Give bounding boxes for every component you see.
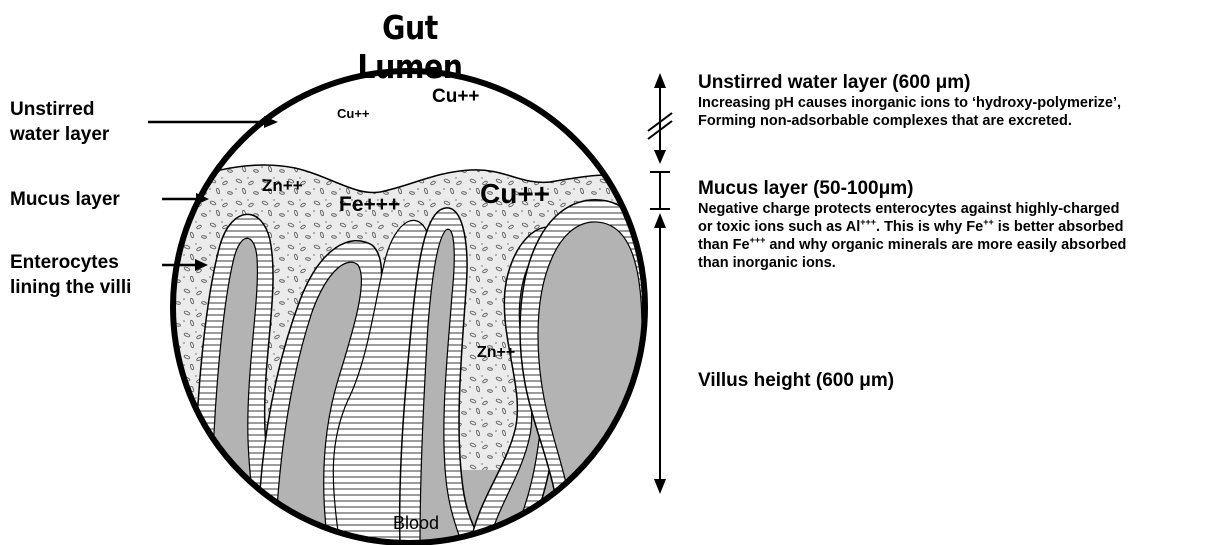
ion-cu-top: Cu++ xyxy=(432,86,480,108)
text-run: is better absorbed xyxy=(994,219,1124,235)
label-line: Enterocytes xyxy=(10,250,131,275)
annotation-line: Forming non-adsorbable complexes that ar… xyxy=(698,112,1121,130)
annotation-line: Increasing pH causes inorganic ions to ‘… xyxy=(698,94,1121,112)
annotation-mucus: Mucus layer (50-100μm) Negative charge p… xyxy=(698,178,1126,272)
annotation-mucus-heading: Mucus layer (50-100μm) xyxy=(698,178,1126,200)
ion-cu-large: Cu++ xyxy=(480,178,550,210)
heading-close: ) xyxy=(964,72,970,93)
heading-close: ) xyxy=(888,370,894,391)
ion-fe: Fe+++ xyxy=(339,193,400,217)
ion-zn-top: Zn++ xyxy=(262,176,303,196)
heading-text: Villus height (600 xyxy=(698,370,859,391)
annotation-unstirred-heading: Unstirred water layer (600 μm) xyxy=(698,72,1121,94)
heading-close: ) xyxy=(907,178,913,199)
annotation-villus: Villus height (600 μm) xyxy=(698,370,894,392)
text-run: or toxic ions such as Al xyxy=(698,219,860,235)
heading-text: Mucus layer (50-100 xyxy=(698,178,879,199)
superscript: +++ xyxy=(750,235,766,245)
text-run: than Fe xyxy=(698,237,750,253)
heading-text: Unstirred water layer (600 xyxy=(698,72,936,93)
label-line: Unstirred xyxy=(10,97,109,122)
text-run: and why organic minerals are more easily… xyxy=(765,237,1126,253)
annotation-line: or toxic ions such as Al+++. This is why… xyxy=(698,218,1126,236)
blood-label: Blood xyxy=(393,513,439,534)
heading-unit: μm xyxy=(879,178,908,199)
annotation-line: than Fe+++ and why organic minerals are … xyxy=(698,236,1126,254)
heading-unit: μm xyxy=(936,72,965,93)
label-unstirred-water-layer: Unstirred water layer xyxy=(10,97,109,147)
annotation-unstirred: Unstirred water layer (600 μm) Increasin… xyxy=(698,72,1121,130)
label-line: lining the villi xyxy=(10,275,131,300)
annotation-line: than inorganic ions. xyxy=(698,254,1126,272)
superscript: +++ xyxy=(860,217,876,227)
ion-zn-mid: Zn++ xyxy=(477,344,515,362)
heading-unit: μm xyxy=(859,370,888,391)
annotation-line: Negative charge protects enterocytes aga… xyxy=(698,200,1126,218)
tissue-section xyxy=(140,165,700,545)
label-enterocytes: Enterocytes lining the villi xyxy=(10,250,131,300)
diagram-title: Gut Lumen xyxy=(333,8,488,86)
text-run: . This is why Fe xyxy=(876,219,983,235)
scale-bar xyxy=(648,73,672,494)
superscript: ++ xyxy=(983,217,994,227)
label-mucus-layer: Mucus layer xyxy=(10,187,120,212)
ion-cu-small: Cu++ xyxy=(337,106,370,121)
label-line: water layer xyxy=(10,122,109,147)
annotation-villus-heading: Villus height (600 μm) xyxy=(698,370,894,392)
